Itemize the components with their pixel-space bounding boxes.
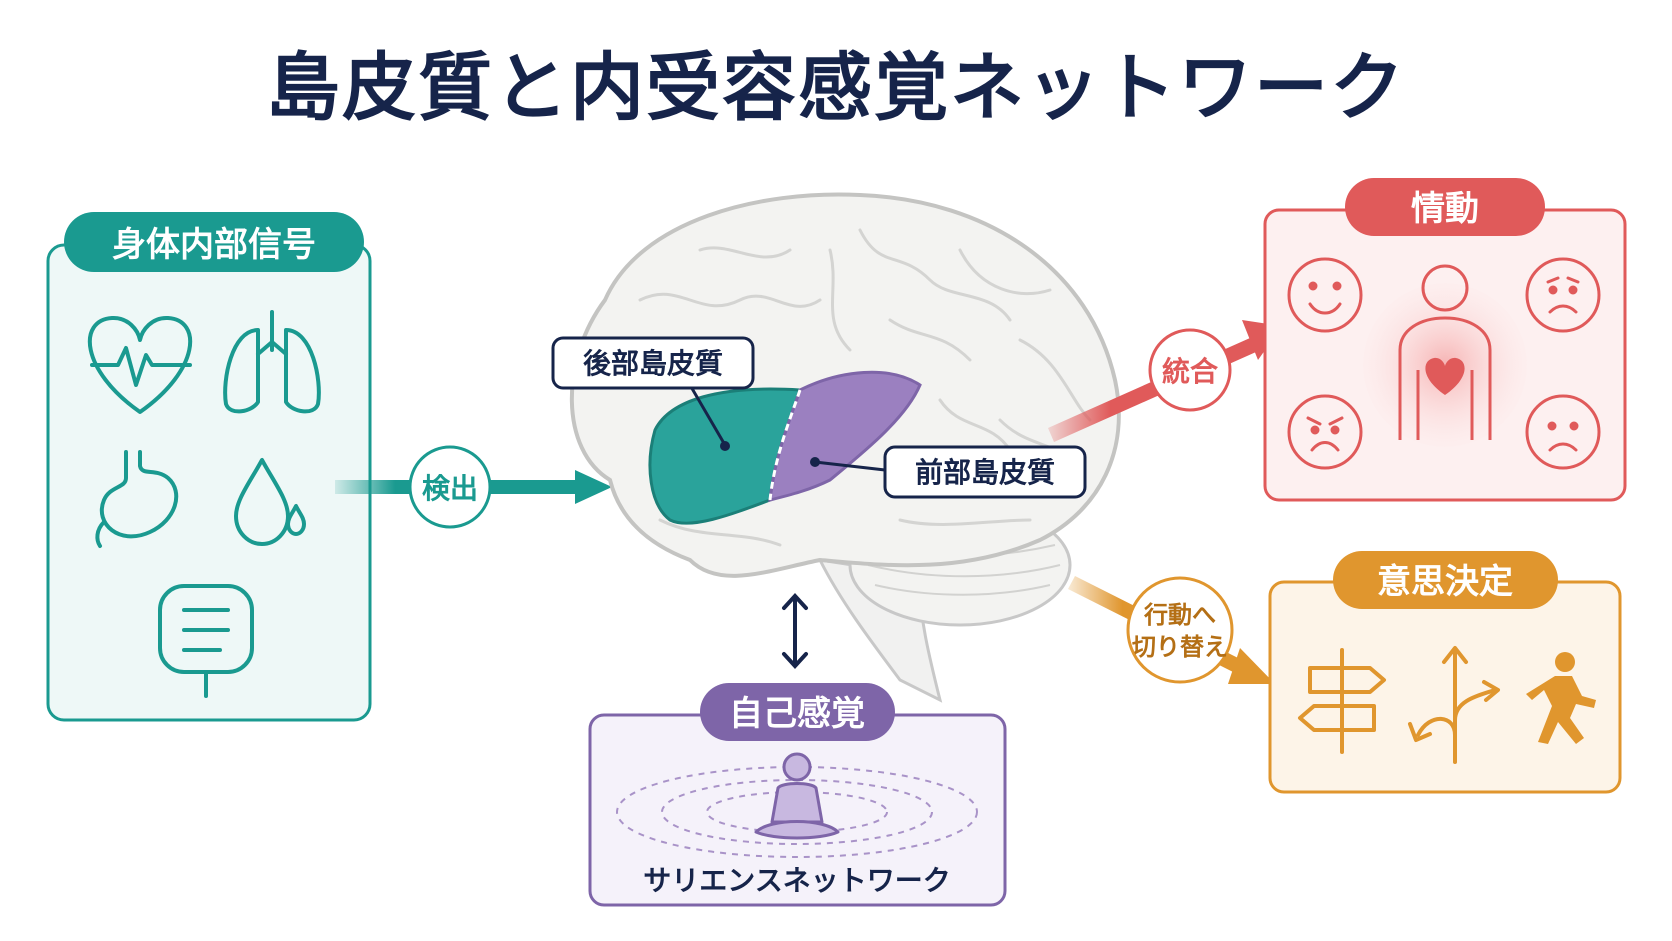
heart-icon: [1425, 357, 1465, 395]
switch-label-line2: 切り替え: [1132, 633, 1228, 661]
drop-icon: [234, 458, 306, 546]
signpost-icon: [1298, 648, 1386, 754]
body-signals-pill: [64, 212, 364, 272]
decision-label: 意思決定: [1377, 562, 1513, 602]
lungs-icon: [223, 310, 321, 414]
salience-network-caption: サリエンスネットワーク: [643, 864, 950, 897]
running-person-icon: [1526, 652, 1596, 744]
anterior-insula-callout: 前部島皮質: [810, 445, 1087, 499]
posterior-insula-callout: 後部島皮質: [551, 336, 755, 451]
branch-arrows-icon: [1408, 646, 1500, 764]
meditation-icon: [754, 752, 840, 840]
decision-pill: [1333, 551, 1558, 609]
integrate-label: 統合: [1162, 355, 1219, 388]
smile-face-icon: [1287, 257, 1363, 333]
intestine-icon: [158, 584, 254, 698]
self-sense-panel: 自己感覚 サリエンスネットワーク: [588, 683, 1007, 907]
self-sense-label: 自己感覚: [729, 694, 865, 734]
heart-rate-icon: [87, 315, 193, 414]
switch-label-line1: 行動へ: [1143, 601, 1216, 629]
stomach-icon: [95, 450, 179, 548]
emotion-label: 情動: [1411, 189, 1479, 229]
self-sense-link-arrow: [782, 593, 808, 669]
person-heart-icon: [1398, 264, 1492, 440]
detect-label: 検出: [422, 472, 478, 505]
switch-arrow: 行動へ 切り替え: [1068, 576, 1275, 684]
page-title: 島皮質と内受容感覚ネットワーク: [266, 45, 1406, 131]
detect-arrow: 検出: [335, 445, 612, 529]
body-signals-label: 身体内部信号: [112, 225, 316, 265]
posterior-insula-label: 後部島皮質: [583, 347, 723, 380]
emotion-pill: [1345, 178, 1545, 236]
decision-panel: 意思決定: [1268, 551, 1622, 794]
worried-face-icon: [1525, 257, 1601, 333]
angry-face-icon: [1287, 394, 1363, 470]
emotion-panel: 情動: [1263, 178, 1627, 502]
self-sense-pill: [700, 683, 895, 741]
anterior-insula-label: 前部島皮質: [915, 456, 1055, 489]
sad-face-icon: [1525, 394, 1601, 470]
body-signals-panel: 身体内部信号: [46, 212, 372, 722]
